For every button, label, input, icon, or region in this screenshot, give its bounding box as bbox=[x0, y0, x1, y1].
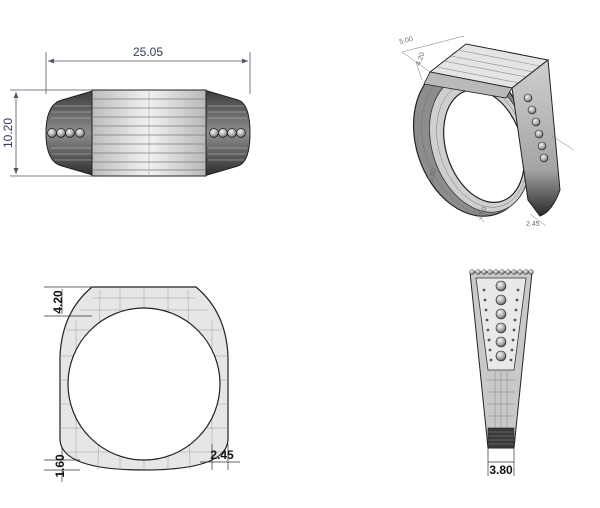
perspective-label-5: 2.45 bbox=[526, 221, 540, 228]
front-bottom-label: 1.60 bbox=[53, 454, 67, 478]
side-ring-base-stripes bbox=[488, 431, 514, 445]
ring-face-flutes bbox=[92, 90, 206, 176]
side-bottom-label: 3.80 bbox=[489, 463, 513, 477]
side-ring-base bbox=[487, 427, 515, 449]
front-view: 4.20 1.60 2.45 bbox=[44, 286, 240, 482]
perspective-label-3: 1.60 bbox=[427, 167, 438, 182]
left-shank-stones bbox=[47, 128, 85, 138]
top-view: 25.05 10.20 bbox=[1, 45, 251, 177]
front-side-dimension bbox=[200, 444, 240, 470]
right-shank-texture bbox=[208, 105, 247, 161]
side-top-beads bbox=[469, 269, 534, 275]
front-bottom-dimension bbox=[44, 448, 80, 482]
width-label: 25.05 bbox=[133, 45, 163, 59]
height-dimension: 10.20 bbox=[1, 89, 96, 177]
front-ring-hole bbox=[67, 307, 221, 461]
side-view: 3.80 bbox=[469, 269, 534, 477]
height-label: 10.20 bbox=[1, 118, 15, 148]
side-center-stones bbox=[495, 280, 507, 362]
perspective-head-front bbox=[423, 71, 513, 99]
right-shank-stones bbox=[209, 128, 246, 138]
perspective-label-1: 5.00 bbox=[399, 36, 414, 46]
front-top-dimension bbox=[44, 286, 92, 317]
side-bottom-dimension bbox=[487, 448, 515, 476]
perspective-label-2: 4.20 bbox=[415, 51, 426, 66]
perspective-view: 5.00 4.20 1.60 3.80 2.45 bbox=[399, 35, 575, 228]
perspective-side-stones bbox=[523, 93, 549, 163]
front-side-label: 2.45 bbox=[210, 448, 234, 462]
width-dimension: 25.05 bbox=[45, 45, 251, 94]
side-micro-beads bbox=[482, 288, 520, 362]
perspective-dimensions bbox=[401, 35, 575, 227]
front-top-label: 4.20 bbox=[51, 290, 65, 314]
left-shank-texture bbox=[51, 105, 92, 161]
perspective-head-flutes bbox=[436, 49, 541, 84]
